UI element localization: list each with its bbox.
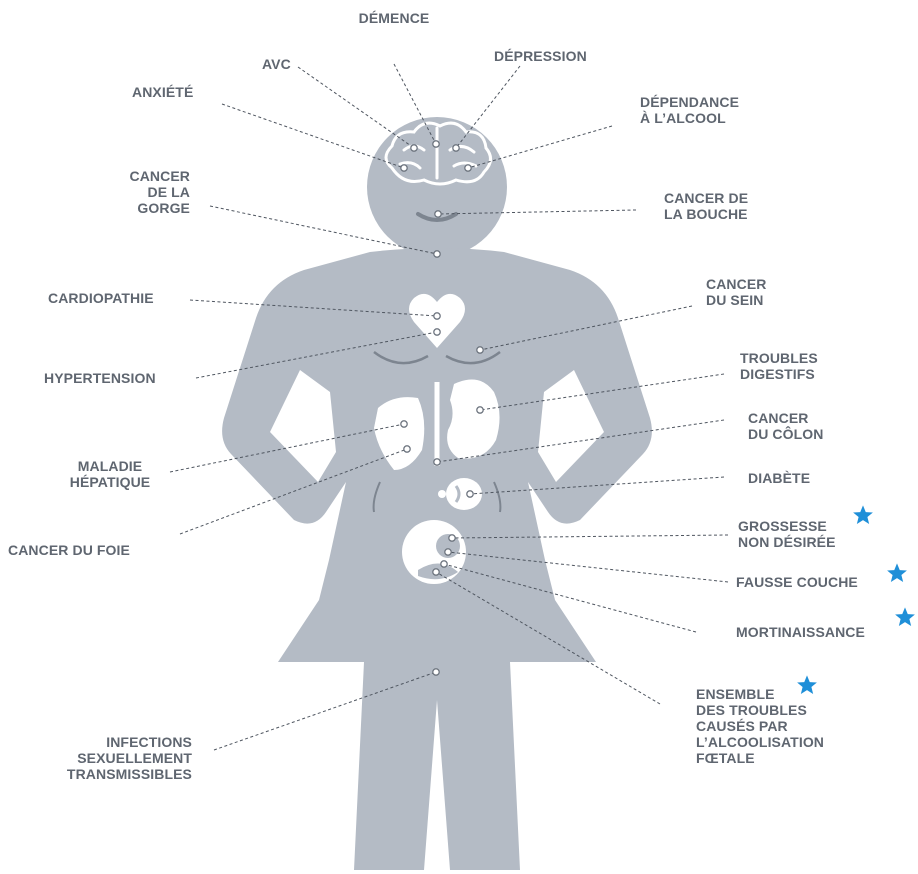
label-unwanted-pregnancy: GROSSESSE NON DÉSIRÉE: [738, 518, 836, 550]
label-miscarriage: FAUSSE COUCHE: [736, 574, 858, 590]
label-diabetes: DIABÈTE: [748, 470, 811, 486]
star-icon: [887, 563, 907, 582]
anchor-dots: [400, 140, 484, 676]
label-depression: DÉPRESSION: [494, 48, 587, 64]
stomach-icon: [447, 379, 500, 459]
label-alcohol-dependence: DÉPENDANCE À L’ALCOOL: [640, 94, 740, 126]
label-heart-disease: CARDIOPATHIE: [48, 290, 154, 306]
woman-silhouette-icon: [222, 117, 652, 870]
star-icon: [853, 505, 873, 524]
label-digestive-disorders: TROUBLES DIGESTIFS: [740, 350, 818, 382]
label-fasd: ENSEMBLE DES TROUBLES CAUSÉS PAR L’ALCOO…: [696, 686, 825, 766]
label-hypertension: HYPERTENSION: [44, 370, 156, 386]
pancreas-icon: [438, 478, 482, 510]
liver-icon: [374, 397, 425, 470]
label-throat-cancer: CANCER DE LA GORGE: [129, 168, 190, 216]
label-mouth-cancer: CANCER DE LA BOUCHE: [664, 190, 749, 222]
star-icon: [797, 675, 817, 694]
label-liver-disease: MALADIE HÉPATIQUE: [69, 458, 151, 490]
label-stillbirth: MORTINAISSANCE: [736, 624, 865, 640]
label-stroke: AVC: [262, 56, 291, 72]
label-anxiety: ANXIÉTÉ: [132, 84, 194, 100]
label-colon-cancer: CANCER DU CÔLON: [748, 410, 824, 442]
label-breast-cancer: CANCER DU SEIN: [706, 276, 767, 308]
heart-icon: [409, 293, 465, 348]
label-liver-cancer: CANCER DU FOIE: [8, 542, 130, 558]
label-dementia: DÉMENCE: [358, 10, 430, 26]
star-icon: [895, 607, 915, 626]
label-sti: INFECTIONS SEXUELLEMENT TRANSMISSIBLES: [66, 734, 192, 782]
leader-lines: [169, 63, 729, 751]
